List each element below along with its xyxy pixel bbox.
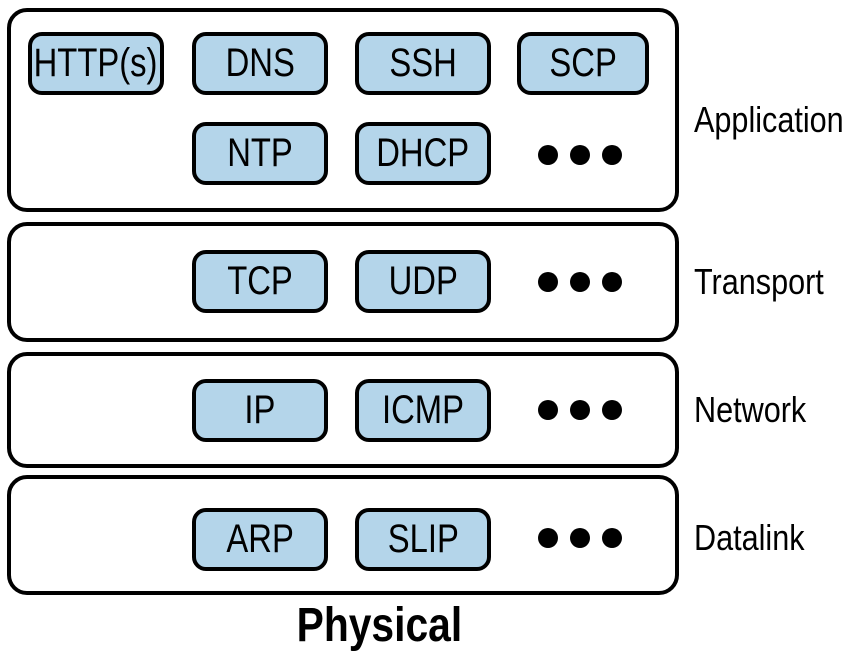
protocol-label: HTTP(s): [34, 41, 158, 85]
physical-layer-caption-text: Physical: [296, 599, 462, 652]
layer-label-transport: Transport: [694, 261, 824, 302]
ellipsis-dot: [538, 145, 558, 165]
protocol-label: UDP: [388, 259, 458, 303]
protocol-label: ARP: [226, 517, 294, 561]
ellipsis-dot: [570, 400, 590, 420]
more-protocols-ellipsis: [538, 272, 622, 292]
protocol-box-slip: SLIP: [355, 508, 491, 571]
protocol-label: SLIP: [387, 517, 459, 561]
protocol-label: IP: [244, 388, 276, 432]
ellipsis-dot: [602, 528, 622, 548]
ellipsis-dot: [570, 145, 590, 165]
ellipsis-dot: [602, 272, 622, 292]
protocol-box-dhcp: DHCP: [355, 122, 491, 185]
physical-layer-caption: Physical: [193, 598, 565, 653]
layer-label-application: Application: [694, 99, 844, 140]
ellipsis-dot: [602, 400, 622, 420]
more-protocols-ellipsis: [538, 145, 622, 165]
protocol-box-tcp: TCP: [192, 250, 328, 313]
ellipsis-dot: [570, 528, 590, 548]
layer-label-datalink: Datalink: [694, 517, 805, 558]
ellipsis-dot: [538, 528, 558, 548]
ellipsis-dot: [602, 145, 622, 165]
layer-box-datalink: [7, 475, 679, 595]
protocol-box-ip: IP: [192, 379, 328, 442]
protocol-label: SCP: [549, 41, 617, 85]
protocol-label: SSH: [389, 41, 457, 85]
layer-label-network: Network: [694, 389, 807, 430]
protocol-box-icmp: ICMP: [355, 379, 491, 442]
protocol-box-arp: ARP: [192, 508, 328, 571]
ellipsis-dot: [538, 272, 558, 292]
protocol-label: DHCP: [376, 131, 470, 175]
ellipsis-dot: [538, 400, 558, 420]
protocol-label: DNS: [225, 41, 295, 85]
protocol-box-ntp: NTP: [192, 122, 328, 185]
more-protocols-ellipsis: [538, 400, 622, 420]
protocol-box-scp: SCP: [517, 32, 649, 95]
protocol-label: NTP: [227, 131, 293, 175]
layer-box-network: [7, 352, 679, 468]
protocol-label: TCP: [227, 259, 293, 303]
ellipsis-dot: [570, 272, 590, 292]
protocol-box-dns: DNS: [192, 32, 328, 95]
more-protocols-ellipsis: [538, 528, 622, 548]
protocol-box-udp: UDP: [355, 250, 491, 313]
protocol-box-ssh: SSH: [355, 32, 491, 95]
protocol-box-https: HTTP(s): [28, 32, 164, 95]
protocol-label: ICMP: [382, 388, 464, 432]
layer-box-transport: [7, 222, 679, 342]
